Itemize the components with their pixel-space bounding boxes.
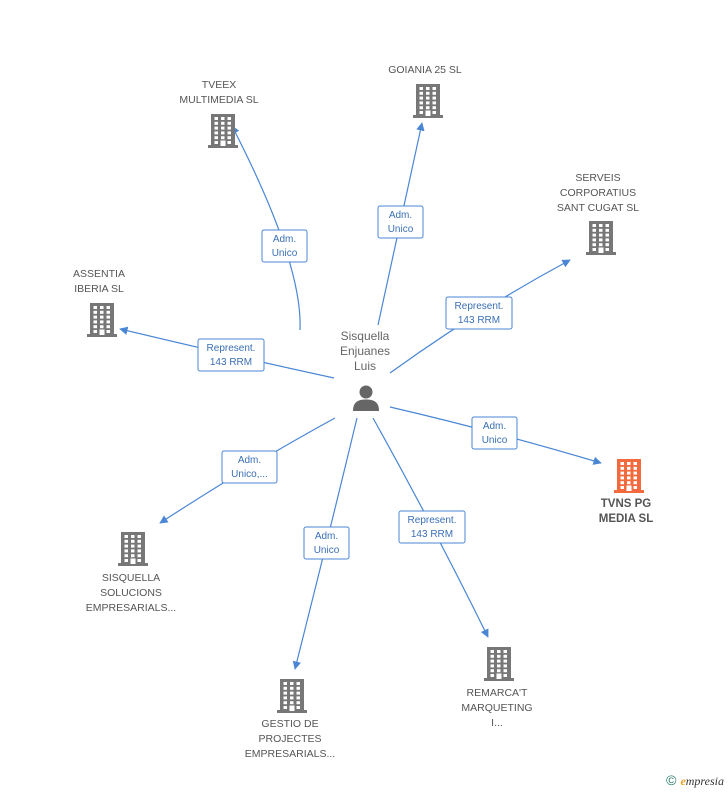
center-name-line: Enjuanes [339,344,391,358]
building-icon[interactable] [118,532,148,571]
company-label-line: IBERIA SL [74,283,124,295]
edge-label-text: Adm. [389,210,412,221]
company-label-line: MULTIMEDIA SL [179,94,259,106]
edge-label-text: Represent. [408,515,457,526]
edge-label-box [261,229,308,263]
company-label-line: ASSENTIA [73,268,125,280]
edge-label-text: 143 RRM [458,315,500,326]
building-icon[interactable] [87,303,117,342]
brand-initial: e [680,774,686,788]
person-icon[interactable] [352,384,380,417]
company-label-line: GOIANIA 25 SL [388,64,462,76]
brand-name: mpresia [685,774,724,788]
edge-label-text: Unico [388,224,414,235]
footer-brand: ©empresia [666,772,724,789]
edge-tveex [231,125,301,331]
company-label-line: CORPORATIUS [559,187,637,199]
edge-label-text: Unico [314,545,340,556]
company-label-sisquella[interactable]: SISQUELLA SOLUCIONS EMPRESARIALS... [61,571,201,616]
company-label-line: REMARCA'T [466,687,528,699]
edge-label-box [377,205,424,239]
edge-label-assentia[interactable]: Represent. 143 RRM [197,338,265,372]
company-label-line: MEDIA SL [598,513,654,525]
company-label-line: SOLUCIONS [100,587,162,599]
company-label-assentia[interactable]: ASSENTIA IBERIA SL [29,267,169,297]
center-name-line: Sisquella [340,329,390,343]
edge-label-box [471,416,518,450]
edge-label-box [221,450,278,484]
edge-label-goiania[interactable]: Adm. Unico [377,205,424,239]
edge-label-box [197,338,265,372]
edge-label-box [445,296,513,330]
edge-label-text: Adm. [273,234,296,245]
company-label-line: EMPRESARIALS... [244,748,336,760]
edge-label-tveex[interactable]: Adm. Unico [261,229,308,263]
building-icon[interactable] [586,221,616,260]
edge-label-remarcat[interactable]: Represent. 143 RRM [398,510,466,544]
edge-label-text: Represent. [207,343,256,354]
company-label-line: GESTIO DE [261,718,319,730]
edge-label-box [398,510,466,544]
edge-label-text: 143 RRM [411,529,453,540]
company-label-line: I... [491,717,503,729]
copyright-symbol: © [666,772,677,788]
edge-label-text: Adm. [238,455,261,466]
edge-label-serveis[interactable]: Represent. 143 RRM [445,296,513,330]
edge-label-gestio[interactable]: Adm. Unico [303,526,350,560]
company-label-remarcat[interactable]: REMARCA'T MARQUETING I... [427,686,567,731]
edge-label-tvns[interactable]: Adm. Unico [471,416,518,450]
company-label-serveis[interactable]: SERVEIS CORPORATIUS SANT CUGAT SL [528,171,668,216]
company-label-tveex[interactable]: TVEEX MULTIMEDIA SL [149,78,289,108]
edge-label-box [303,526,350,560]
edge-label-text: Adm. [315,531,338,542]
company-label-line: TVEEX [201,79,237,91]
building-icon[interactable] [277,679,307,718]
edge-label-text: Unico [482,435,508,446]
company-label-line: SISQUELLA [101,572,161,584]
company-label-line: TVNS PG [600,498,652,510]
company-label-line: MARQUETING [461,702,533,714]
edge-label-text: Unico [272,248,298,259]
company-label-goiania[interactable]: GOIANIA 25 SL [355,63,495,78]
company-label-tvns[interactable]: TVNS PG MEDIA SL [556,497,696,527]
edge-label-text: 143 RRM [210,357,252,368]
company-label-line: EMPRESARIALS... [85,602,177,614]
company-label-line: SANT CUGAT SL [556,202,640,214]
center-name-line: Luis [353,359,376,373]
building-icon[interactable] [413,84,443,123]
company-label-line: SERVEIS [575,172,621,184]
building-icon[interactable] [208,114,238,153]
building-icon[interactable] [614,459,644,498]
edge-label-sisquella[interactable]: Adm. Unico,... [221,450,278,484]
company-label-gestio[interactable]: GESTIO DE PROJECTES EMPRESARIALS... [220,717,360,762]
edge-label-text: Represent. [455,301,504,312]
edge-label-text: Adm. [483,421,506,432]
edge-label-text: Unico,... [231,469,268,480]
building-icon[interactable] [484,647,514,686]
company-label-line: PROJECTES [258,733,322,745]
